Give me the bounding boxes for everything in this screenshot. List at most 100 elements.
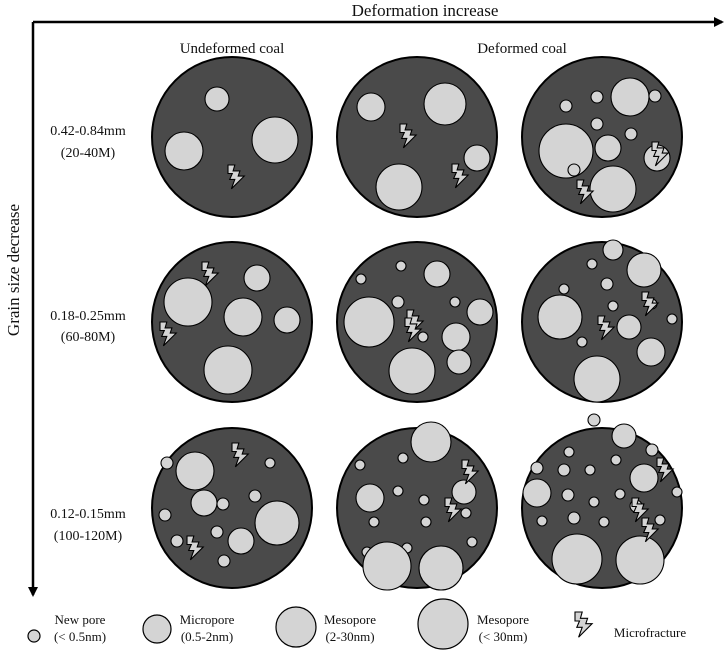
pore — [451, 479, 477, 505]
legend-swatch-mesopore-large — [417, 598, 469, 650]
pore — [420, 516, 432, 528]
pore — [418, 545, 464, 591]
pore — [417, 331, 429, 343]
pore — [203, 345, 253, 395]
legend-label-mesopore-large: Mesopore — [477, 612, 529, 627]
row-label-mesh-2: (60-80M) — [61, 330, 116, 345]
pore — [217, 554, 231, 568]
microfracture-icon — [641, 291, 660, 317]
pore — [610, 454, 622, 466]
row-label-size-1: 0.42-0.84mm — [50, 124, 126, 139]
pore — [251, 116, 299, 164]
coal-particle-r3-c3 — [521, 413, 683, 589]
pore — [636, 337, 666, 367]
pore — [423, 260, 451, 288]
legend-range-micropore: (0.5-2nm) — [181, 629, 233, 644]
pore — [563, 446, 575, 458]
legend-swatch-mesopore-small — [275, 606, 317, 648]
legend-label-micropore: Micropore — [180, 612, 235, 627]
pore — [395, 260, 407, 272]
microfracture-icon — [597, 315, 616, 341]
column-header-deformed: Deformed coal — [477, 41, 567, 57]
pore — [611, 423, 637, 449]
pore — [587, 413, 601, 427]
pore — [586, 258, 598, 270]
pore — [397, 452, 409, 464]
coal-particle-r3-c1 — [151, 427, 313, 589]
pore — [590, 90, 604, 104]
pore — [648, 89, 662, 103]
pore — [354, 459, 366, 471]
pore — [610, 77, 650, 117]
pore — [355, 273, 367, 285]
pore — [654, 514, 666, 526]
coal-particle-r1-c3 — [521, 56, 683, 218]
pore — [594, 134, 622, 162]
pore — [567, 163, 581, 177]
pore — [391, 295, 405, 309]
coal-particle-r1-c1 — [151, 56, 313, 218]
pore — [362, 541, 412, 591]
legend-swatch-micropore — [142, 614, 172, 644]
pore — [449, 296, 461, 308]
microfracture-icon — [201, 261, 220, 287]
coal-particle-grid — [151, 56, 683, 591]
microfracture-icon — [227, 164, 246, 190]
pore — [629, 463, 659, 493]
pore — [164, 131, 204, 171]
pore — [537, 294, 583, 340]
pore — [576, 336, 588, 348]
pore — [614, 488, 626, 500]
pore — [551, 533, 603, 585]
pore — [160, 456, 174, 470]
coal-particle-r3-c2 — [336, 421, 498, 591]
pore — [573, 355, 621, 403]
pore — [589, 165, 637, 213]
legend-range-mesopore-small: (2-30nm) — [325, 629, 374, 644]
pore — [615, 535, 665, 585]
legend: New pore (< 0.5nm) Micropore (0.5-2nm) M… — [27, 598, 686, 650]
pore — [216, 497, 230, 511]
pore — [204, 86, 230, 112]
microfracture-icon — [576, 179, 595, 205]
pore — [170, 534, 184, 548]
pore — [567, 511, 581, 525]
microfracture-icon — [404, 317, 423, 343]
pore — [559, 99, 573, 113]
pore — [558, 283, 570, 295]
pore — [602, 239, 624, 261]
pore — [446, 349, 472, 375]
legend-range-new-pore: (< 0.5nm) — [54, 629, 106, 644]
pore — [210, 525, 224, 539]
pore — [264, 457, 276, 469]
pore — [466, 536, 478, 548]
microfracture-icon — [574, 611, 594, 638]
vertical-axis-label: Grain size decrease — [4, 204, 23, 336]
pore — [423, 82, 467, 126]
coal-particle-body — [151, 56, 313, 218]
pore — [392, 485, 404, 497]
legend-range-mesopore-large: (< 30nm) — [479, 629, 528, 644]
pore — [557, 463, 571, 477]
pore — [254, 500, 300, 546]
microfracture-icon — [461, 459, 480, 485]
coal-particle-r2-c3 — [521, 239, 683, 403]
pore — [584, 464, 596, 476]
pore — [463, 144, 491, 172]
legend-microfracture-icon — [574, 611, 594, 638]
legend-label-mesopore-small: Mesopore — [324, 612, 376, 627]
microfracture-icon — [631, 497, 650, 523]
pore — [590, 117, 604, 131]
pore — [175, 451, 215, 491]
pore — [356, 92, 386, 122]
pore — [466, 298, 494, 326]
microfracture-icon — [451, 163, 470, 189]
microfracture-icon — [231, 442, 250, 468]
pore — [388, 347, 436, 395]
pore — [227, 527, 255, 555]
microfracture-icon — [651, 141, 670, 167]
pore — [530, 461, 544, 475]
pore — [343, 296, 395, 348]
pore — [223, 297, 263, 337]
